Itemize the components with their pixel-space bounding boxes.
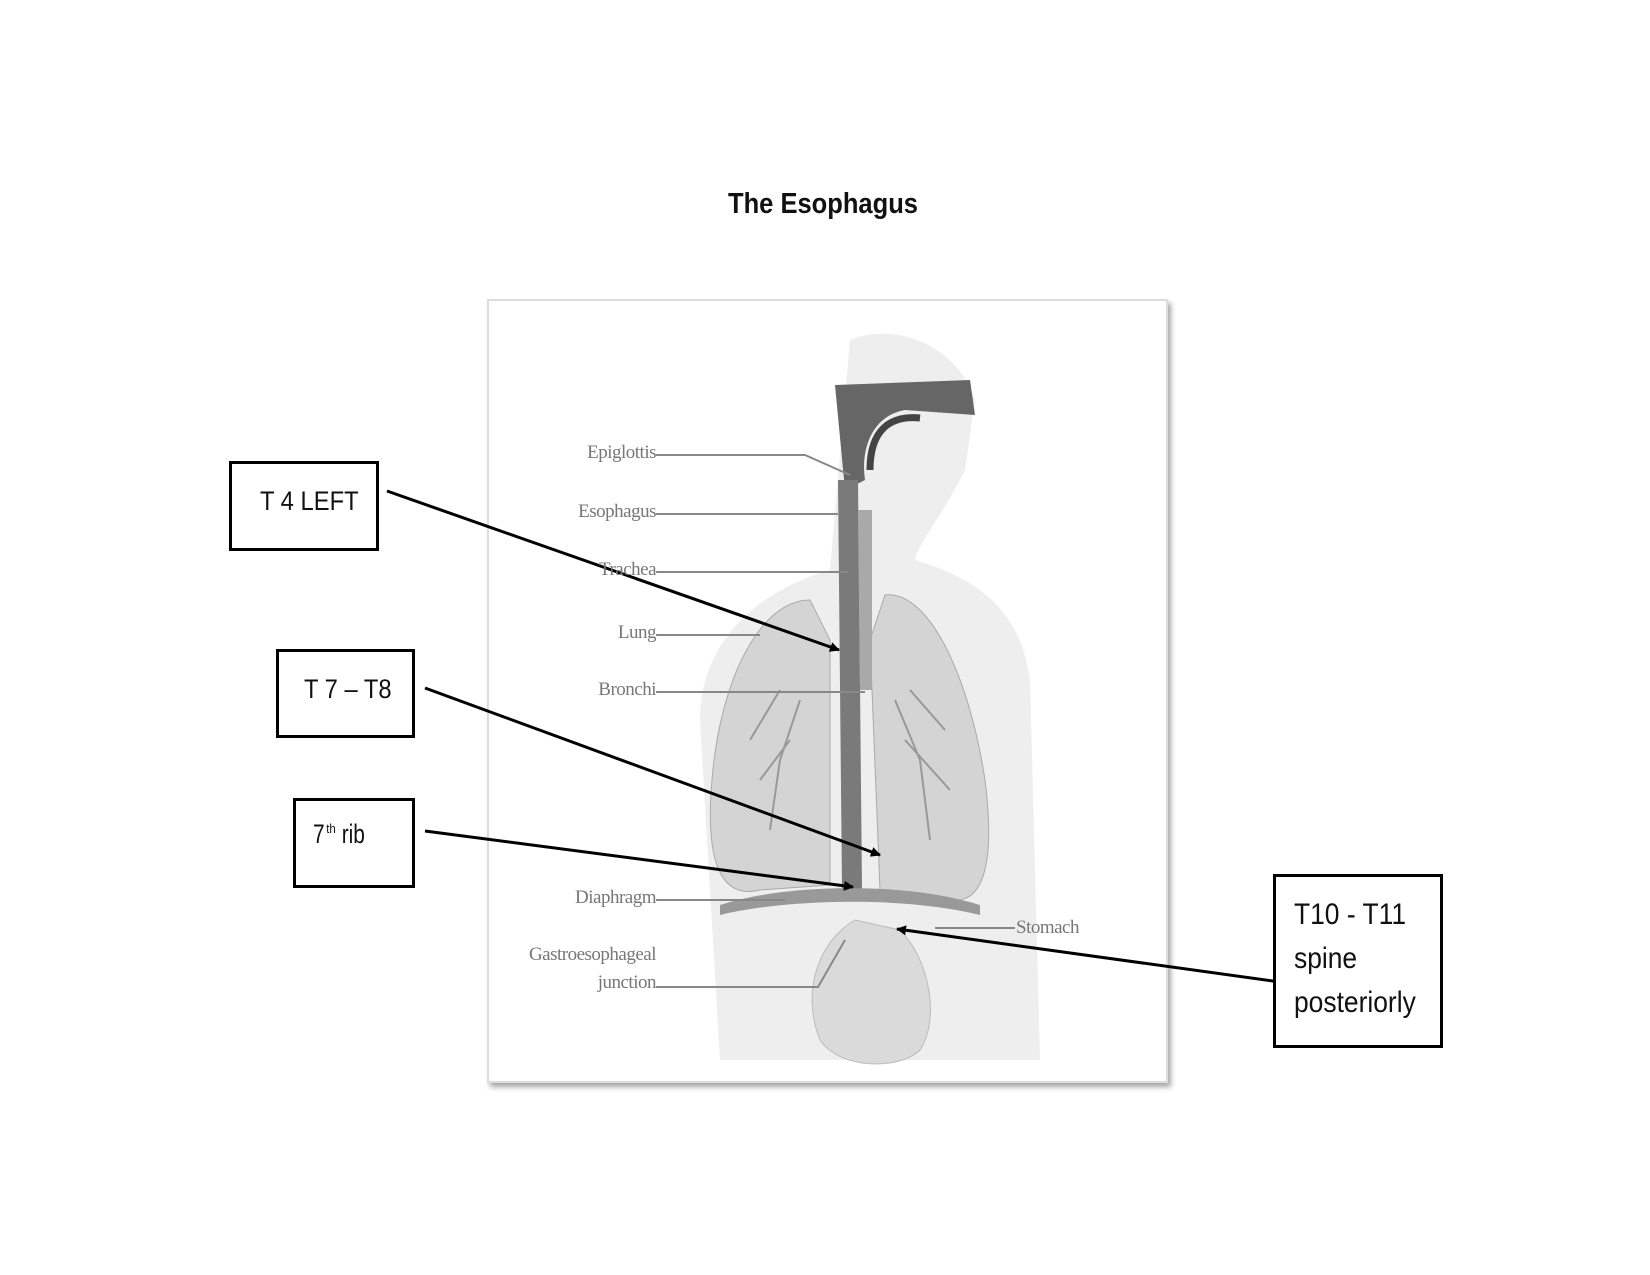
arrow-7th-rib	[424, 829, 854, 891]
arrow-t4	[386, 489, 840, 652]
label-bronchi: Bronchi	[598, 679, 656, 700]
bronchial-tree	[749, 689, 951, 841]
esophagus-tube	[838, 480, 862, 890]
label-ge-junction-line2: junction	[597, 972, 657, 993]
label-lung: Lung	[617, 622, 657, 643]
oral-arc	[866, 414, 921, 471]
nasal-cavity	[835, 380, 975, 490]
callout-t4-left: T 4 LEFT	[229, 461, 379, 551]
label-trachea: Trachea	[599, 559, 657, 580]
rib-word: rib	[335, 819, 365, 849]
label-leader-lines	[656, 454, 1015, 988]
label-ge-junction: Gastroesophageal junction	[528, 941, 657, 997]
callout-t4-text: T 4 LEFT	[260, 486, 359, 516]
label-esophagus: Esophagus	[578, 501, 656, 522]
diaphragm	[720, 888, 980, 915]
rib-superscript: th	[326, 821, 336, 836]
stomach	[811, 919, 931, 1065]
label-stomach: Stomach	[1016, 917, 1080, 938]
label-diaphragm: Diaphragm	[575, 887, 656, 908]
right-lung	[869, 594, 990, 901]
callout-t10-t11: T10 - T11 spine posteriorly	[1273, 874, 1443, 1048]
label-ge-junction-line1: Gastroesophageal	[528, 944, 657, 965]
trachea-tube	[858, 510, 872, 690]
arrow-t7t8	[424, 686, 881, 857]
callout-t7t8-text: T 7 – T8	[304, 674, 392, 704]
rib-number: 7	[313, 819, 325, 849]
callout-t10-line3: posteriorly	[1294, 986, 1416, 1019]
page-title: The Esophagus	[727, 188, 918, 220]
arrow-t10t11	[896, 925, 1281, 984]
callout-arrows	[386, 489, 1281, 984]
callout-t10-line2: spine	[1294, 942, 1358, 975]
left-lung	[709, 599, 831, 892]
label-epiglottis: Epiglottis	[587, 442, 656, 463]
callout-t10-line1: T10 - T11	[1294, 898, 1407, 931]
callout-t7-t8: T 7 – T8	[276, 649, 415, 738]
